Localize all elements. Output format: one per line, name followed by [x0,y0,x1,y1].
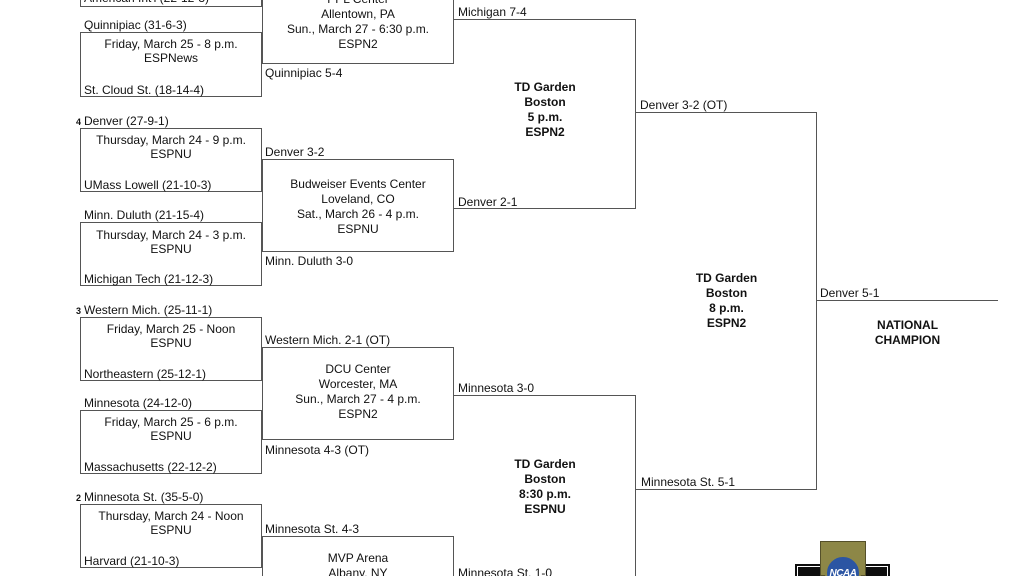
national-champion-heading: NATIONAL CHAMPION [874,318,941,347]
team-label: Massachusetts (22-12-2) [84,460,217,474]
game-date: Friday, March 25 - 6 p.m. [104,415,238,429]
venue-name: Budweiser Events Center [290,177,426,191]
winner-label: Quinnipiac 5-4 [265,66,343,80]
winner-label: Denver 2-1 [458,195,518,209]
venue-name: TD Garden [695,271,758,285]
game-box-4 [80,222,262,286]
game-network: ESPNU [150,336,192,350]
venue-network: ESPNU [337,222,379,236]
regional-venue-albany: MVP Arena Albany, NY [262,551,454,576]
game-network: ESPNU [150,242,192,256]
game-schedule: Thursday, March 24 - 3 p.m. ESPNU [80,228,262,256]
regional-box-allentown [262,0,454,64]
game-network: ESPNews [143,51,199,65]
venue-network: ESPN2 [338,37,378,51]
game-network: ESPNU [150,147,192,161]
regional-box-loveland [262,159,454,252]
venue-city: Allentown, PA [321,7,395,21]
venue-city: Loveland, CO [321,192,395,206]
team-label: Denver (27-9-1) [84,114,169,128]
winner-label: Western Mich. 2-1 (OT) [265,333,391,347]
seed-number: 2 [75,493,81,503]
team-label: Northeastern (25-12-1) [84,367,207,381]
team-label: UMass Lowell (21-10-3) [84,178,212,192]
game-schedule: Friday, March 25 - 6 p.m. ESPNU [80,415,262,443]
venue-name: PPL Center [262,0,454,7]
venue-name: TD Garden [514,80,576,94]
team-label: Quinnipiac (31-6-3) [84,18,187,32]
venue-time: 8 p.m. [709,301,744,315]
winner-label: Minnesota 3-0 [458,381,535,395]
venue-city: Albany, NY [328,566,388,576]
game-schedule: Thursday, March 24 - 9 p.m. ESPNU [80,133,262,161]
regional-box-worcester [262,347,454,440]
venue-name: MVP Arena [327,551,389,565]
winner-label: Minnesota St. 4-3 [265,522,360,536]
venue-city: Boston [524,472,566,486]
team-label: Minn. Duluth (21-15-4) [84,208,205,222]
team-label: Harvard (21-10-3) [84,554,180,568]
semifinal-bracket-top [454,19,636,209]
venue-date: Sat., March 26 - 4 p.m. [296,207,420,221]
venue-date: Sun., March 27 - 6:30 p.m. [286,22,430,36]
semifinal-venue-bottom: TD Garden Boston 8:30 p.m. ESPNU [454,457,636,517]
regional-venue-allentown: PPL Center Allentown, PA Sun., March 27 … [262,0,454,52]
winner-label: Denver 3-2 [265,145,325,159]
game-schedule: Thursday, March 24 - Noon ESPNU [80,509,262,537]
championship-venue: TD Garden Boston 8 p.m. ESPN2 [636,271,817,331]
regional-box-albany [262,536,454,576]
game-date: Thursday, March 24 - 9 p.m. [96,133,246,147]
venue-city: Boston [705,286,748,300]
game-box-2 [80,32,262,97]
regional-venue-worcester: DCU Center Worcester, MA Sun., March 27 … [262,362,454,422]
venue-name: DCU Center [325,362,391,376]
venue-city: Boston [524,95,566,109]
game-box-7 [80,504,262,568]
seed-number: 3 [75,306,81,316]
game-date: Thursday, March 24 - Noon [98,509,244,523]
venue-network: ESPN2 [338,407,378,421]
winner-label: Minnesota St. 5-1 [641,475,736,489]
team-label: Michigan Tech (21-12-3) [84,272,214,286]
winner-label: Michigan 7-4 [458,5,527,19]
venue-time: 5 p.m. [527,110,563,124]
venue-time: 8:30 p.m. [518,487,572,501]
team-label: Western Mich. (25-11-1) [84,303,213,317]
team-label: American Int'l (22-12-3) [84,0,209,5]
venue-city: Worcester, MA [318,377,398,391]
game-box-5 [80,317,262,381]
game-network: ESPNU [150,429,192,443]
game-date: Friday, March 25 - 8 p.m. [104,37,238,51]
final-bracket [636,112,817,490]
semifinal-venue-top: TD Garden Boston 5 p.m. ESPN2 [454,80,636,140]
seed-number: 4 [75,117,81,127]
team-label: Minnesota St. (35-5-0) [84,490,204,504]
game-box-3 [80,128,262,192]
game-box-1 [80,0,262,7]
winner-label: Denver 3-2 (OT) [640,98,728,112]
champion-line [817,300,998,301]
team-label: Minnesota (24-12-0) [84,396,193,410]
winner-label: Minnesota 4-3 (OT) [265,443,370,457]
venue-name: TD Garden [514,457,576,471]
venue-date: Sun., March 27 - 4 p.m. [295,392,421,406]
game-date: Friday, March 25 - Noon [106,322,236,336]
winner-label: Minnesota St. 1-0 [458,566,553,576]
winner-label: Minn. Duluth 3-0 [265,254,354,268]
team-label: St. Cloud St. (18-14-4) [84,83,205,97]
semifinal-bracket-bottom [454,395,636,576]
venue-network: ESPNU [524,502,566,516]
game-box-6 [80,410,262,474]
game-network: ESPNU [150,523,192,537]
game-schedule: Friday, March 25 - Noon ESPNU [80,322,262,350]
winner-label: Denver 5-1 [820,286,880,300]
regional-venue-loveland: Budweiser Events Center Loveland, CO Sat… [262,177,454,237]
game-schedule: Friday, March 25 - 8 p.m. ESPNews [80,37,262,65]
venue-network: ESPN2 [525,125,565,139]
venue-network: ESPN2 [706,316,747,330]
game-date: Thursday, March 24 - 3 p.m. [96,228,246,242]
